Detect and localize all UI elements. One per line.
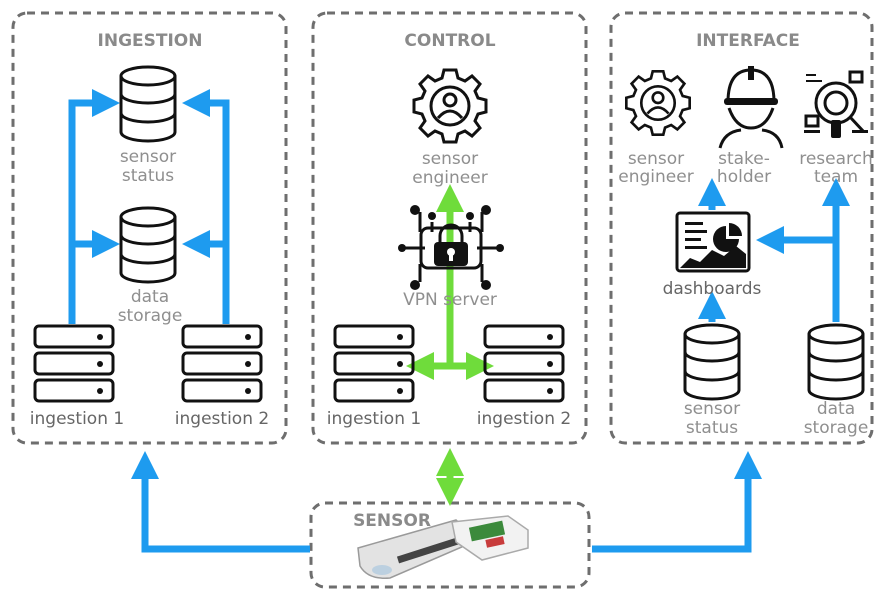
stakeholder-label-1: stake- — [718, 149, 770, 169]
research-team-label-2: team — [814, 167, 858, 187]
server-icon — [483, 324, 565, 403]
control-server1-label: ingestion 1 — [327, 409, 421, 429]
server-icon — [181, 324, 263, 403]
stakeholder-label-2: holder — [717, 167, 771, 187]
interface-panel — [609, 11, 874, 445]
ingestion-panel — [11, 11, 288, 445]
ingestion-db2-label-1: data — [131, 287, 169, 307]
control-title: CONTROL — [404, 31, 495, 51]
ingestion-server1-label: ingestion 1 — [30, 409, 124, 429]
research-icon — [804, 70, 868, 138]
sensor-flow-arrows — [131, 451, 762, 553]
interface-db1-label-2: status — [686, 418, 738, 438]
control-engineer-label-1: sensor — [422, 149, 478, 169]
ingestion-db1-label-1: sensor — [120, 147, 176, 167]
ingestion-server2-label: ingestion 2 — [175, 409, 269, 429]
sensor-title: SENSOR — [353, 511, 431, 531]
interface-db2-label-1: data — [817, 399, 855, 419]
sensor-device-icon — [357, 515, 529, 579]
ingestion-db1-label-2: status — [122, 166, 174, 186]
vpn-server-label: VPN server — [403, 290, 497, 310]
interface-db2-label-2: storage — [804, 418, 869, 438]
research-team-label-1: research — [799, 149, 873, 169]
database-icon — [119, 65, 177, 143]
server-icon — [33, 324, 115, 403]
control-panel — [311, 11, 588, 445]
interface-engineer-label-2: engineer — [618, 167, 693, 187]
ingestion-arrows — [68, 89, 230, 324]
server-icon — [333, 324, 415, 403]
dashboard-icon — [675, 211, 751, 273]
gear-person-icon — [625, 69, 691, 136]
control-server2-label: ingestion 2 — [477, 409, 571, 429]
worker-icon — [718, 66, 784, 149]
interface-arrows — [698, 178, 850, 322]
vpn-lock-icon — [398, 205, 504, 290]
interface-engineer-label-1: sensor — [628, 149, 684, 169]
database-icon — [683, 323, 741, 401]
control-engineer-label-2: engineer — [412, 168, 487, 188]
dashboards-label: dashboards — [663, 279, 762, 299]
sensor-panel — [309, 501, 591, 589]
database-icon — [119, 206, 177, 284]
interface-title: INTERFACE — [696, 31, 800, 51]
interface-db1-label-1: sensor — [684, 399, 740, 419]
ingestion-title: INGESTION — [98, 31, 203, 51]
database-icon — [807, 323, 865, 401]
ingestion-db2-label-2: storage — [118, 306, 183, 326]
gear-person-icon — [412, 68, 488, 144]
